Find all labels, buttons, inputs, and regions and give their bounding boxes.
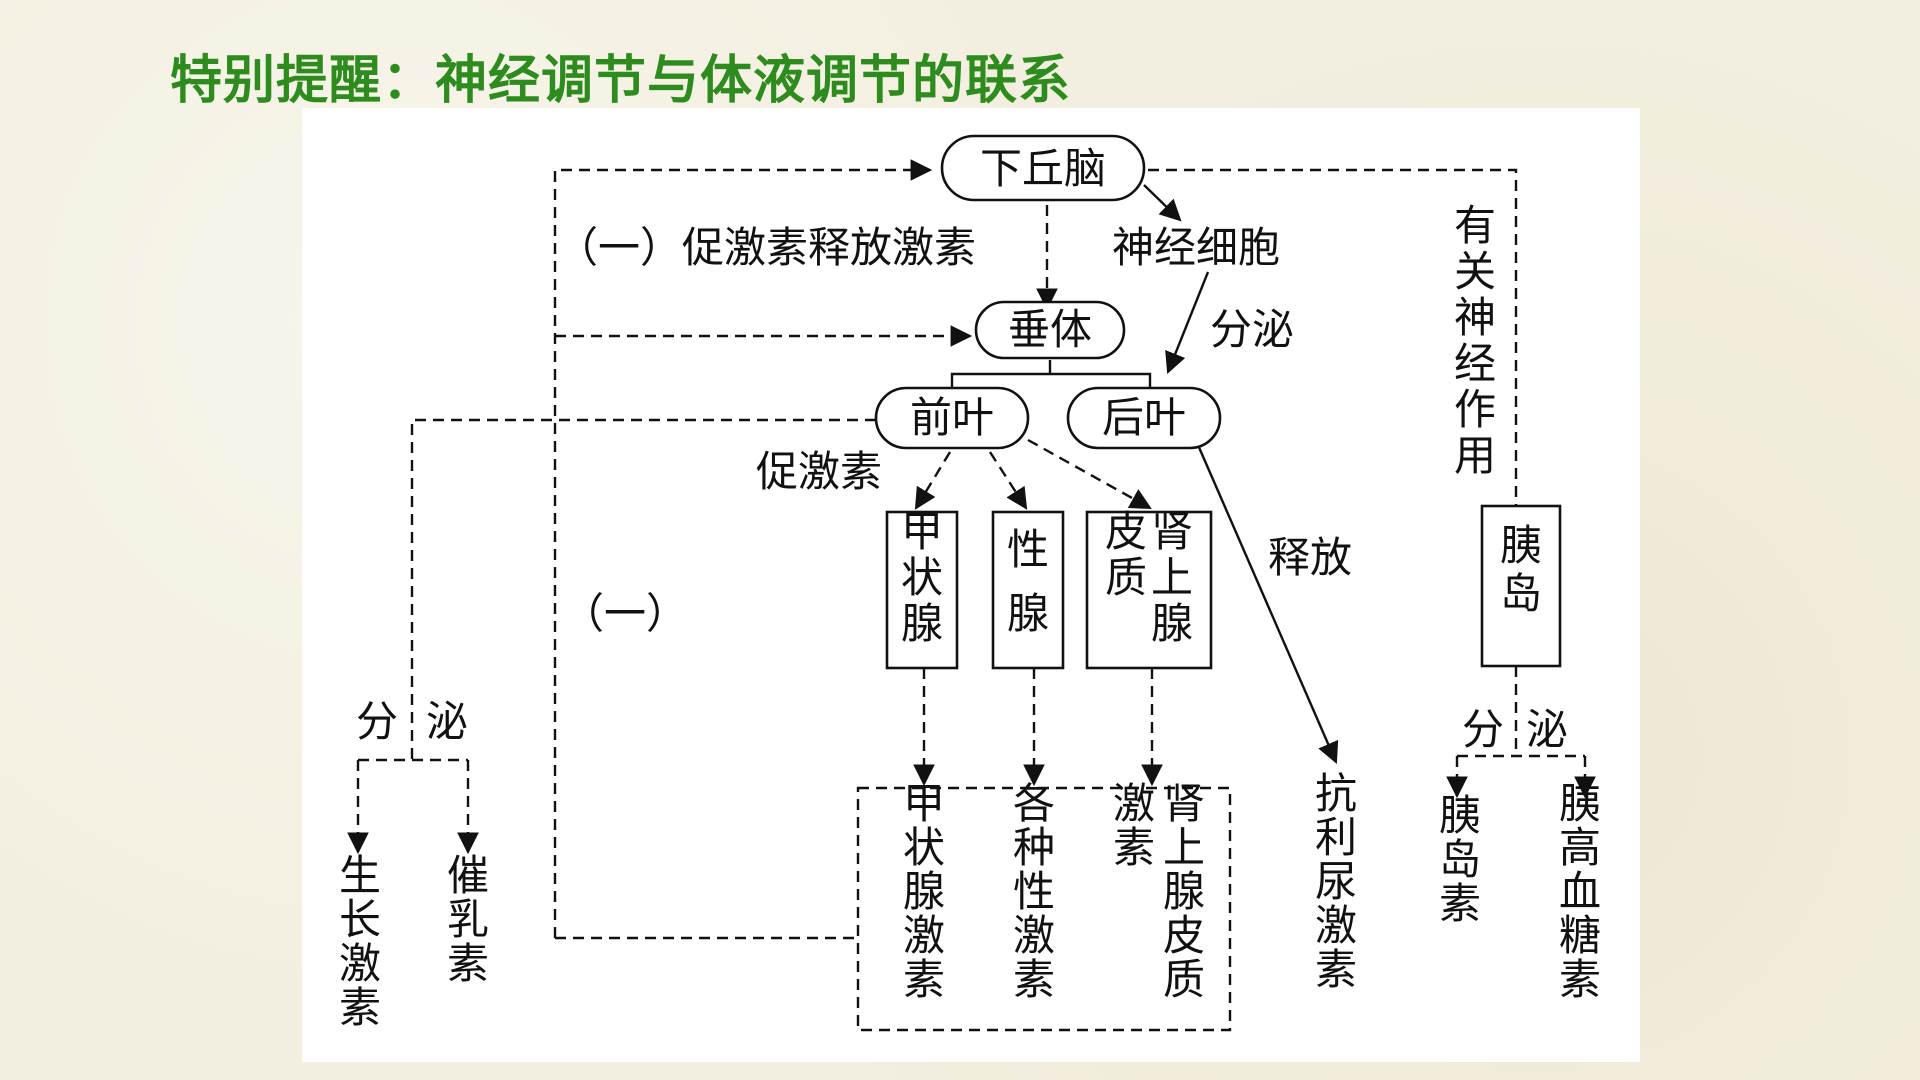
nerve-cell-arrow bbox=[1143, 184, 1182, 222]
secrete-left-2: 泌 bbox=[426, 697, 468, 746]
tropic-arrow-adrenal bbox=[1027, 438, 1152, 510]
feedback-label: （一） bbox=[562, 589, 688, 638]
anterior-lobe-node bbox=[874, 386, 1030, 450]
anterior-left-line bbox=[410, 418, 876, 760]
hormone-box bbox=[856, 786, 1232, 1032]
related-nerve-label: 有关神经作用 bbox=[1454, 201, 1496, 480]
secrete-right-1: 分 bbox=[1462, 705, 1504, 754]
related-nerve-line bbox=[1148, 168, 1518, 506]
nerve-cells-label: 神经细胞 bbox=[1112, 223, 1280, 272]
thyroid-gland-node bbox=[885, 510, 959, 670]
pituitary-bracket bbox=[950, 360, 1152, 388]
releasing-hormone-label: （一）促激素释放激素 bbox=[556, 223, 976, 272]
tropic-hormone-label: 促激素 bbox=[756, 447, 882, 496]
sex-hormones-label: 各种性激素 bbox=[1013, 779, 1055, 1004]
insulin-label: 胰岛素 bbox=[1439, 791, 1481, 928]
slide-title: 特别提醒：神经调节与体液调节的联系 bbox=[170, 51, 1072, 111]
pituitary-node bbox=[974, 300, 1126, 360]
growth-hormone-label: 生长激素 bbox=[339, 851, 381, 1032]
adrenal-node bbox=[1085, 510, 1213, 670]
hypothalamus-node bbox=[940, 134, 1146, 202]
tropic-arrow-thyroid bbox=[914, 451, 952, 510]
gonad-label: 性腺 bbox=[1007, 525, 1049, 638]
anterior-lobe-label: 前叶 bbox=[910, 393, 994, 442]
secrete-left-1: 分 bbox=[356, 697, 398, 746]
secrete-arrow bbox=[1165, 271, 1210, 375]
release-arrow bbox=[1196, 444, 1339, 764]
secrete-right-2: 泌 bbox=[1526, 705, 1568, 754]
glucagon-label: 胰高血糖素 bbox=[1559, 779, 1601, 1004]
thyroid-hormone-label: 甲状腺激素 bbox=[903, 779, 945, 1004]
tropic-arrow-gonad bbox=[988, 451, 1028, 510]
release-label: 释放 bbox=[1268, 533, 1352, 582]
islet-label: 胰岛 bbox=[1500, 521, 1542, 618]
hypothalamus-label: 下丘脑 bbox=[980, 144, 1106, 193]
adrenal-cortex-label: 肾上腺皮质 bbox=[1105, 507, 1193, 648]
gonad-node bbox=[991, 510, 1065, 670]
posterior-lobe-node bbox=[1066, 386, 1222, 450]
prolactin-label: 催乳素 bbox=[447, 851, 489, 988]
feedback-line-left bbox=[553, 159, 933, 938]
islet-node bbox=[1480, 504, 1562, 668]
adh-label: 抗利尿激素 bbox=[1315, 769, 1357, 994]
posterior-lobe-label: 后叶 bbox=[1102, 393, 1186, 442]
secrete-label: 分泌 bbox=[1210, 305, 1294, 354]
pituitary-label: 垂体 bbox=[1008, 305, 1092, 354]
adrenal-hormone-label: 肾上腺皮质激素 bbox=[1113, 779, 1205, 1004]
diagram-panel bbox=[302, 108, 1640, 1062]
thyroid-gland-label: 甲状腺 bbox=[901, 507, 943, 648]
